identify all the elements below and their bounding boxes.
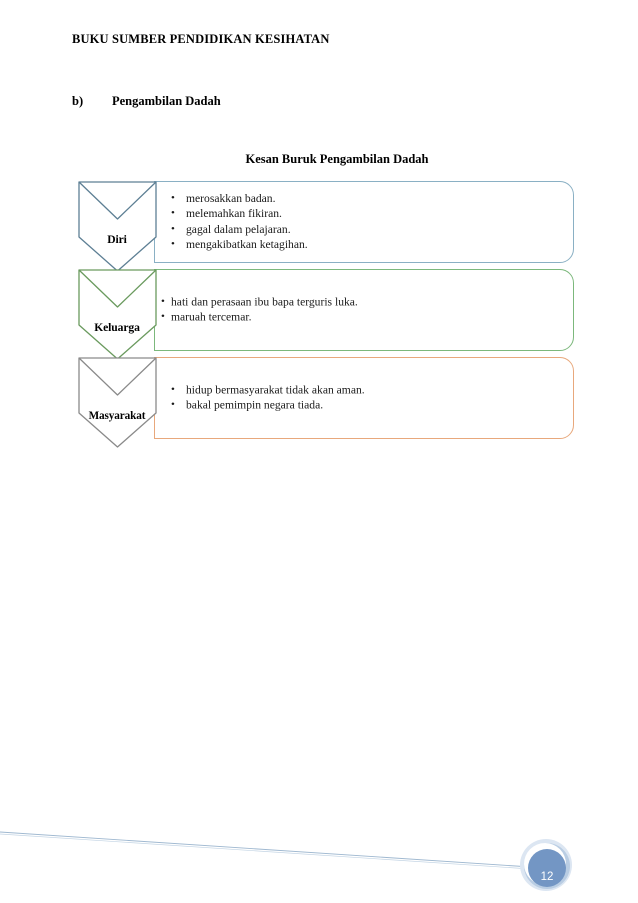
content-box-masyarakat: hidup bermasyarakat tidak akan aman. bak… (154, 357, 574, 439)
diagram-title: Kesan Buruk Pengambilan Dadah (245, 152, 429, 166)
bullet-list-diri: merosakkan badan. melemahkan fikiran. ga… (169, 191, 563, 253)
content-box-diri: merosakkan badan. melemahkan fikiran. ga… (154, 181, 574, 263)
list-item: hati dan perasaan ibu bapa terguris luka… (161, 295, 555, 311)
page-number-badge (516, 838, 576, 898)
diagram-row-keluarga: hati dan perasaan ibu bapa terguris luka… (78, 269, 574, 360)
content-box-keluarga: hati dan perasaan ibu bapa terguris luka… (154, 269, 574, 351)
list-item: melemahkan fikiran. (169, 207, 563, 223)
list-item: gagal dalam pelajaran. (169, 222, 563, 238)
section-title: Pengambilan Dadah (112, 94, 221, 108)
page-number: 12 (540, 871, 554, 883)
section-marker: b) (72, 94, 84, 108)
list-item: mengakibatkan ketagihan. (169, 237, 563, 253)
chevron-down-icon-masyarakat (78, 357, 157, 451)
footer-decoration-line (0, 828, 638, 903)
diagram-row-masyarakat: hidup bermasyarakat tidak akan aman. bak… (78, 357, 574, 448)
list-item: bakal pemimpin negara tiada. (169, 398, 563, 414)
list-item: maruah tercemar. (161, 310, 555, 326)
chevron-down-icon-keluarga (78, 269, 157, 363)
document-header: BUKU SUMBER PENDIDIKAN KESIHATAN (72, 32, 330, 46)
chevron-down-icon-diri (78, 181, 157, 275)
chevron-diagram: merosakkan badan. melemahkan fikiran. ga… (78, 181, 574, 471)
bullet-list-masyarakat: hidup bermasyarakat tidak akan aman. bak… (169, 383, 563, 414)
list-item: merosakkan badan. (169, 191, 563, 207)
diagram-row-diri: merosakkan badan. melemahkan fikiran. ga… (78, 181, 574, 272)
bullet-list-keluarga: hati dan perasaan ibu bapa terguris luka… (161, 295, 555, 326)
list-item: hidup bermasyarakat tidak akan aman. (169, 383, 563, 399)
section-label: b) Pengambilan Dadah (72, 94, 221, 109)
